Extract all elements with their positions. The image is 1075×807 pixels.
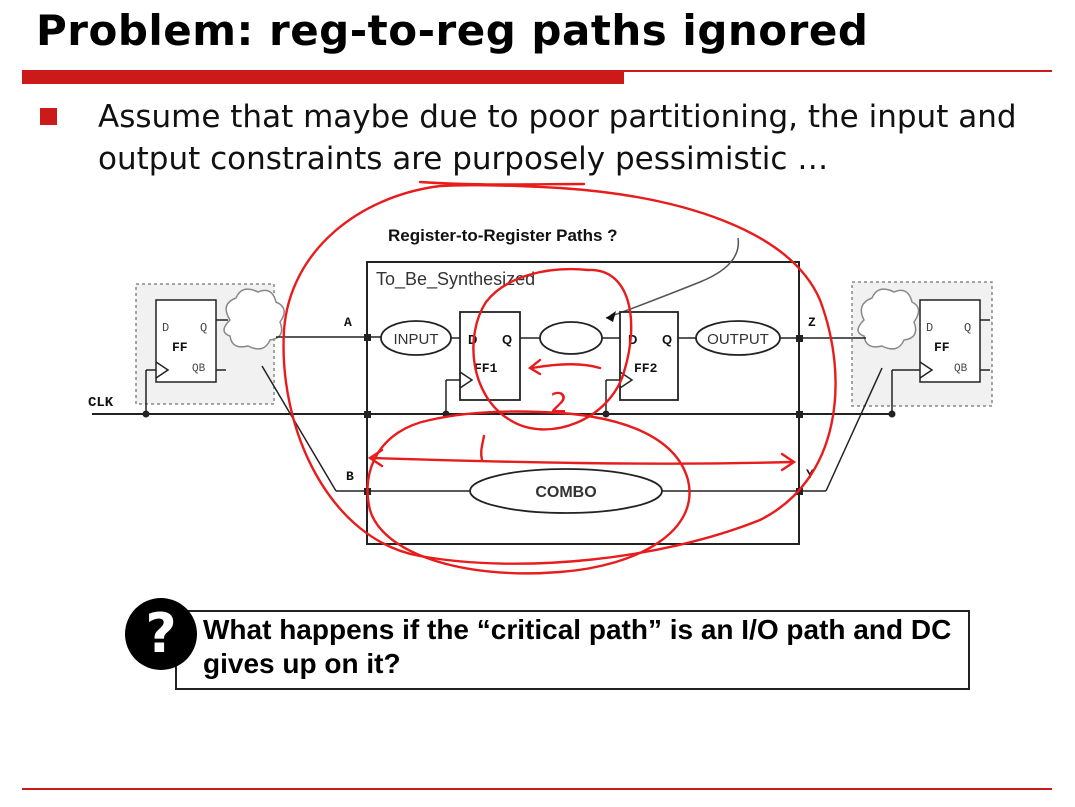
left-ff-pin-d: D xyxy=(162,321,169,335)
bullet-text: Assume that maybe due to poor partitioni… xyxy=(98,99,1017,177)
right-ff-pin-d: D xyxy=(926,321,933,335)
red-annotations xyxy=(282,180,837,575)
right-logic-cloud-icon xyxy=(857,288,920,350)
left-logic-cloud-icon xyxy=(223,288,285,350)
clk-label: CLK xyxy=(88,395,114,411)
annotation-small-loop xyxy=(472,268,633,431)
annotation-lower-loop xyxy=(366,410,691,575)
ff2-register xyxy=(619,311,679,401)
annotation-io-arrow xyxy=(370,456,794,465)
ff2-pin-q: Q xyxy=(662,332,672,347)
title-underline-thick xyxy=(22,70,624,84)
annotation-number: 2 xyxy=(550,386,568,419)
annotation-tick xyxy=(479,434,486,462)
input-label: INPUT xyxy=(394,331,439,348)
question-mark-icon: ? xyxy=(125,598,197,670)
footer-rule xyxy=(22,788,1052,790)
right-ff-pin-q: Q xyxy=(964,321,971,335)
ff2-pin-d: D xyxy=(628,332,637,347)
annotation-large-loop xyxy=(282,183,837,565)
output-label: OUTPUT xyxy=(707,331,769,348)
block-label: To_Be_Synthesized xyxy=(376,269,535,290)
title-underline-thin xyxy=(624,70,1052,72)
left-ff-pin-q: Q xyxy=(200,321,207,335)
right-ff-clock-icon xyxy=(919,361,934,379)
port-b-label: B xyxy=(346,469,354,484)
ff1-label: FF1 xyxy=(474,361,498,376)
bullet-square-icon xyxy=(40,108,57,125)
annotation-arrow-ff2-to-ff1 xyxy=(530,363,602,370)
combo-label: COMBO xyxy=(535,484,596,501)
question-box xyxy=(175,610,970,690)
annotation-underline xyxy=(418,180,586,186)
port-z-label: Z xyxy=(808,315,816,330)
right-ff-label: FF xyxy=(934,340,950,355)
reg-to-reg-logic xyxy=(539,321,603,355)
question-text: What happens if the “critical path” is a… xyxy=(203,614,952,679)
port-a-pin xyxy=(364,334,371,341)
ff1-register xyxy=(459,311,521,401)
left-ff-label: FF xyxy=(172,340,188,355)
right-ff-pin-qb: QB xyxy=(954,363,968,375)
ff2-label: FF2 xyxy=(634,361,658,376)
left-ff-pin-qb: QB xyxy=(192,363,206,375)
port-z-pin xyxy=(796,335,803,342)
right-external-ff xyxy=(919,299,981,383)
port-a-label: A xyxy=(344,315,352,330)
ff1-pin-q: Q xyxy=(502,332,512,347)
slide-title: Problem: reg-to-reg paths ignored xyxy=(36,6,869,55)
header-label: Register-to-Register Paths ? xyxy=(388,226,618,245)
ff1-clock-icon xyxy=(459,371,474,389)
left-ff-clock-icon xyxy=(155,361,170,379)
